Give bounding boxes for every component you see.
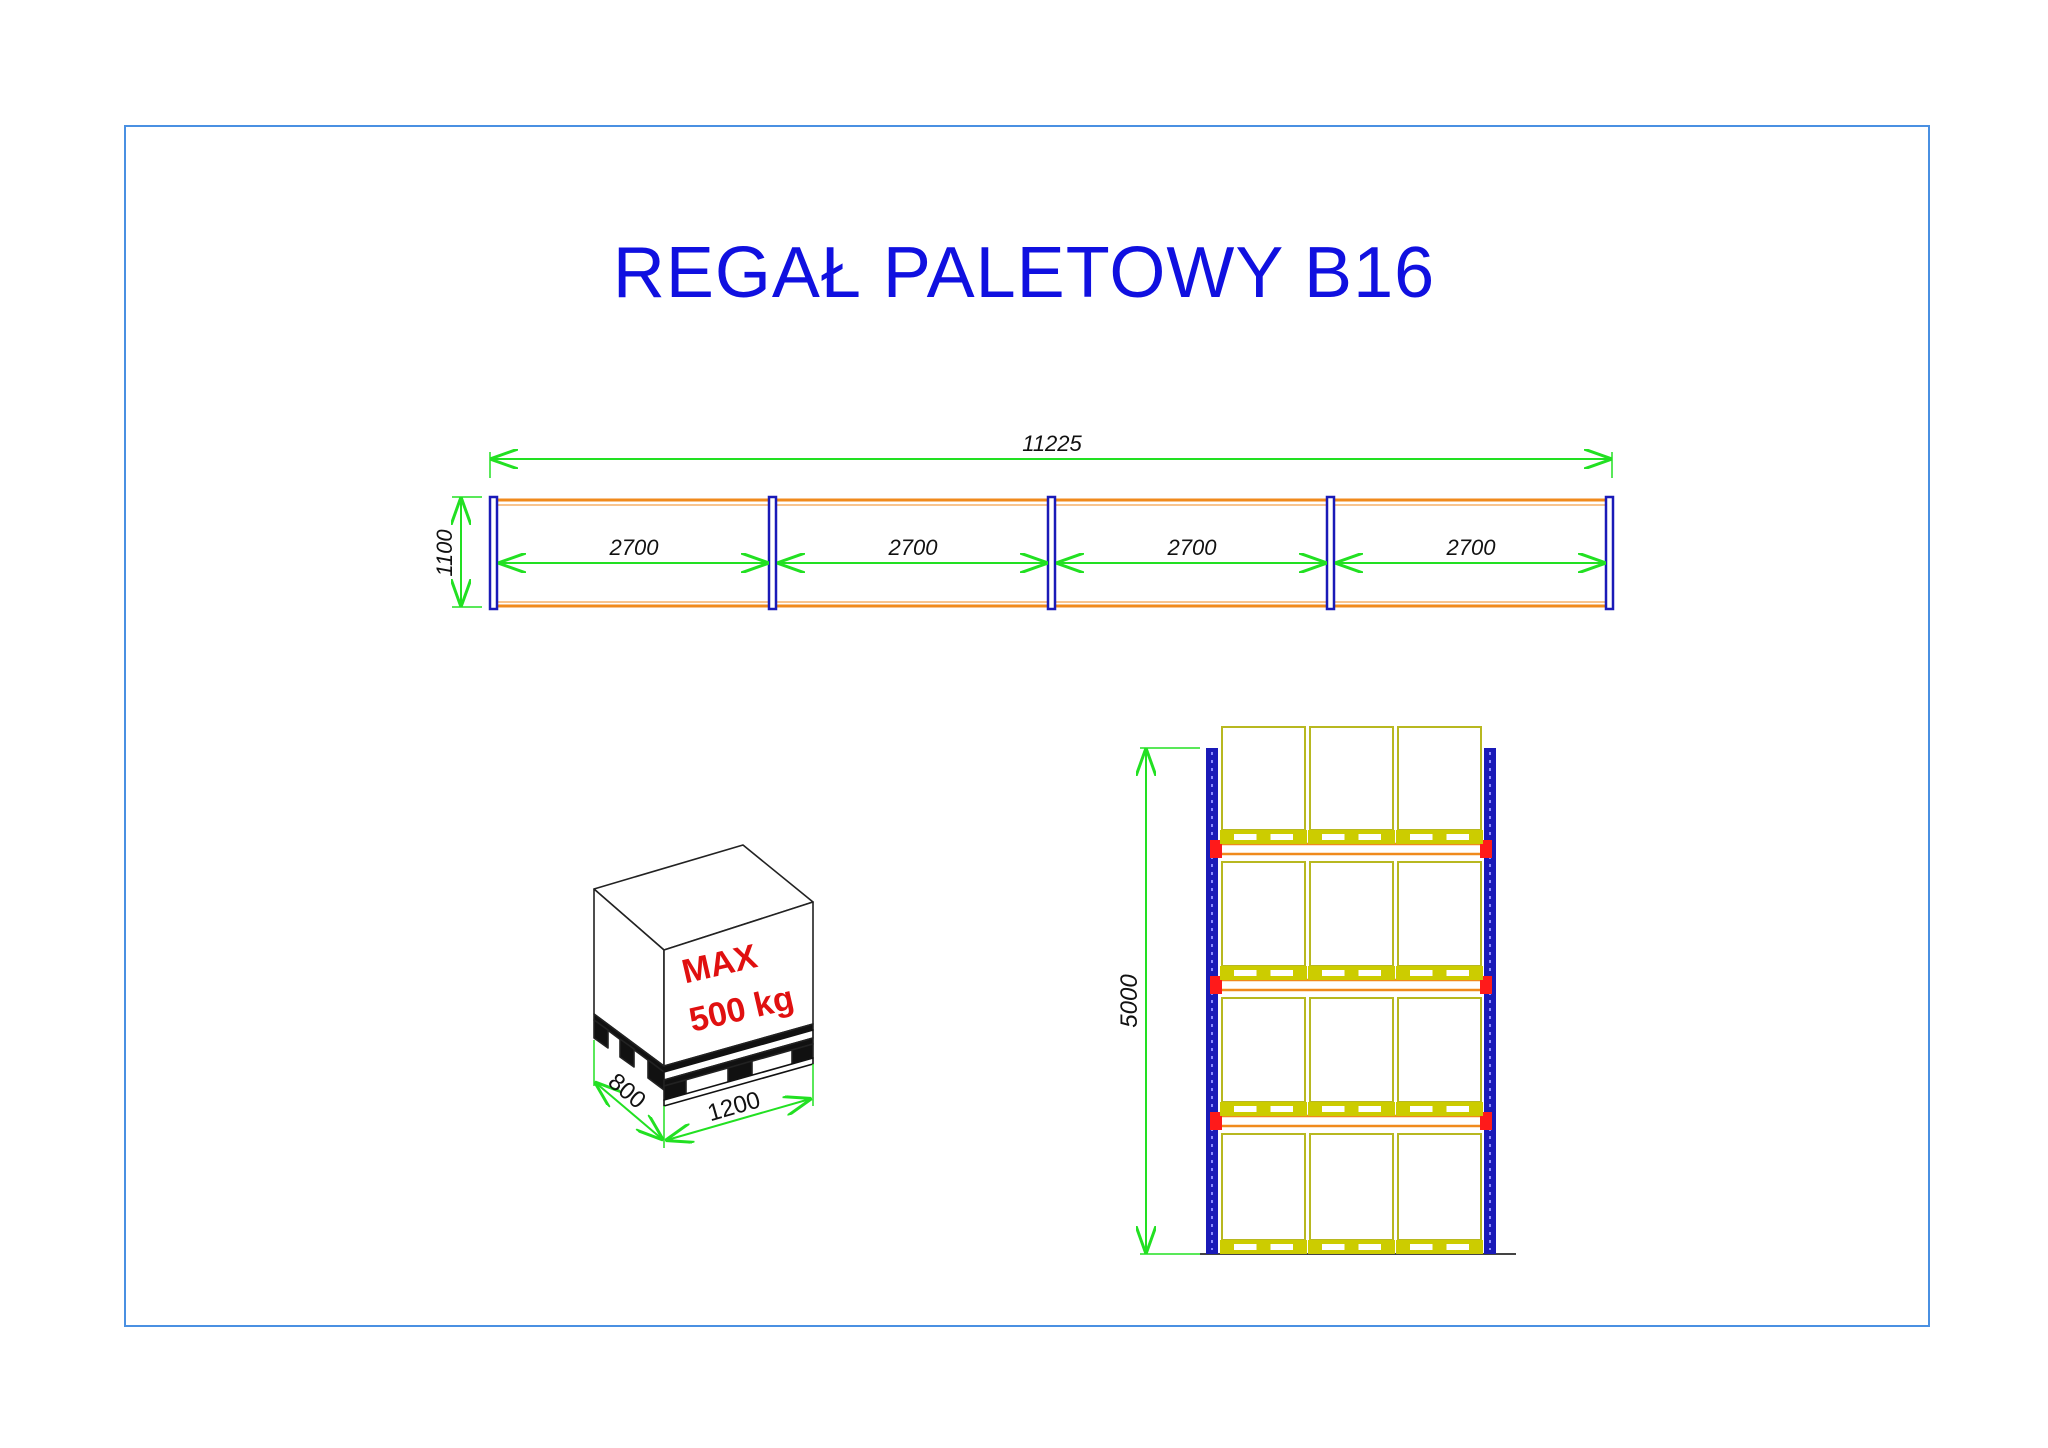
pallet-depth-dimension-line — [596, 1083, 662, 1139]
pallet-load — [1396, 1133, 1483, 1254]
beam-level-1 — [1210, 840, 1492, 858]
pallet-width-dimension-line — [667, 1099, 810, 1140]
pallet-load — [1396, 726, 1483, 844]
pallet-depth-label: 800 — [603, 1068, 651, 1114]
pallet-load — [1308, 1133, 1395, 1254]
pallet-load — [1220, 726, 1307, 844]
pallet-load — [1220, 861, 1307, 980]
pallet-load — [1220, 1133, 1307, 1254]
plan-upright — [1325, 495, 1336, 611]
pallet-load — [1308, 861, 1395, 980]
plan-upright — [488, 495, 499, 611]
plan-upright — [1604, 495, 1615, 611]
plan-upright — [767, 495, 778, 611]
pallet-loads — [1220, 726, 1483, 1254]
bay-width-label: 2700 — [609, 535, 660, 560]
pallet-load — [1396, 997, 1483, 1116]
pallet-load — [1220, 997, 1307, 1116]
depth-label: 1100 — [432, 529, 457, 577]
height-label: 5000 — [1116, 974, 1143, 1028]
pallet-load — [1308, 997, 1395, 1116]
plan-view: 11225 1100 2700 2700 2700 2700 — [432, 431, 1615, 611]
right-upright — [1484, 748, 1496, 1254]
plan-upright — [1046, 495, 1057, 611]
bay-width-label: 2700 — [888, 535, 939, 560]
left-upright — [1206, 748, 1218, 1254]
total-length-label: 11225 — [1022, 431, 1082, 456]
pallet-load — [1308, 726, 1395, 844]
pallet-isometric — [593, 844, 814, 1107]
drawing-frame — [124, 125, 1930, 1327]
page-title: REGAŁ PALETOWY B16 — [612, 233, 1436, 313]
bay-width-label: 2700 — [1446, 535, 1497, 560]
front-view: 5000 — [1116, 726, 1516, 1255]
bay-width-label: 2700 — [1167, 535, 1218, 560]
pallet-load — [1396, 861, 1483, 980]
